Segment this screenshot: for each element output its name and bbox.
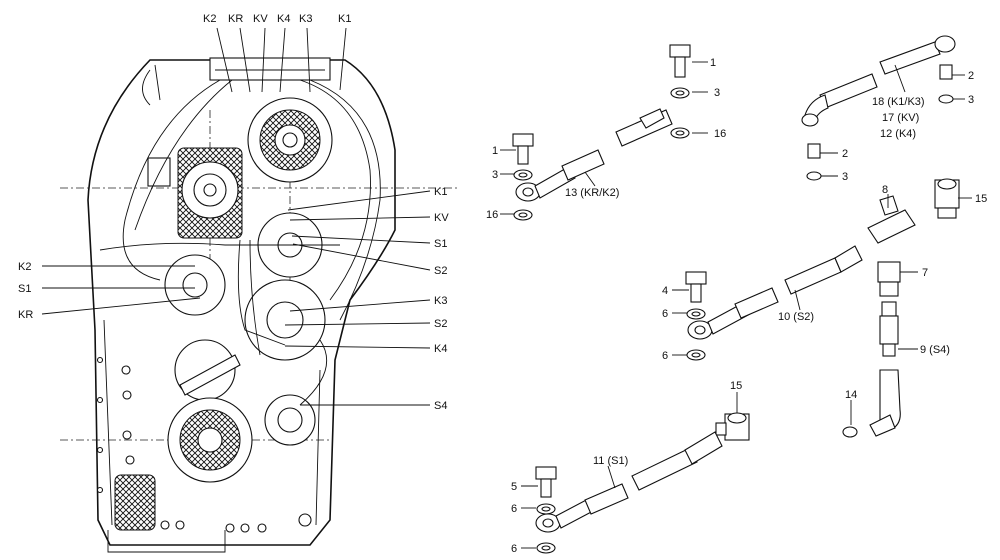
callout-right-7: K4 [434, 343, 447, 355]
callout-right-6: S2 [434, 318, 447, 330]
hose-10-label: 10 (S2) [778, 311, 814, 323]
hose-18-17-12: 2 3 18 (K1/K3) 17 (KV) 12 (K4) 2 3 [801, 35, 974, 183]
callout-labels: K2 KR KV K4 K3 K1 K1 KV S1 S2 K3 S2 K4 S… [18, 13, 449, 412]
part-label-3-right: 3 [968, 94, 974, 106]
hose-13-label: 13 (KR/K2) [565, 187, 619, 199]
part-label-6-mid-b: 6 [662, 350, 668, 362]
hose-10: 4 6 6 10 (S2) [662, 245, 863, 362]
part-label-16-top: 16 [714, 128, 726, 140]
part-label-2-mid: 2 [842, 148, 848, 160]
callout-right-1: K1 [434, 186, 447, 198]
hose-18-label: 18 (K1/K3) [872, 96, 925, 108]
part-label-16-mid: 16 [486, 209, 498, 221]
part-group-top-center: 1 3 16 [669, 44, 726, 140]
callout-left-1: K2 [18, 261, 31, 273]
part-label-15-top: 15 [975, 193, 987, 205]
housing-bolt-holes [96, 356, 312, 533]
hose-11-label: 11 (S1) [593, 455, 628, 467]
callout-top-4: K4 [277, 13, 290, 25]
callout-top-2: KR [228, 13, 243, 25]
part-label-7: 7 [922, 267, 928, 279]
callout-top-1: K2 [203, 13, 216, 25]
callout-right-2: KV [434, 212, 449, 224]
exploded-parts: 1 3 16 1 3 16 13 (KR/K2) [486, 35, 987, 555]
callout-right-8: S4 [434, 400, 447, 412]
callout-left-3: KR [18, 309, 33, 321]
part-label-2-top: 2 [968, 70, 974, 82]
fittings-8-15-7: 8 15 7 [867, 178, 987, 297]
part-label-6-bottom-a: 6 [511, 503, 517, 515]
callout-top-3: KV [253, 13, 268, 25]
hose-11: 15 5 6 6 11 (S1) [511, 380, 750, 555]
part-label-8: 8 [882, 184, 888, 196]
part-label-6-bottom-b: 6 [511, 543, 517, 555]
hose-12-label: 12 (K4) [880, 128, 916, 140]
part-label-15-bottom: 15 [730, 380, 742, 392]
part-label-3-lower: 3 [842, 171, 848, 183]
hose-9-label: 9 (S4) [920, 344, 950, 356]
part-label-3-mid: 3 [492, 169, 498, 181]
part-label-14: 14 [845, 389, 857, 401]
part-label-1-top: 1 [710, 57, 716, 69]
callout-top-6: K1 [338, 13, 351, 25]
callout-leaders [41, 27, 431, 406]
hose-9: 9 (S4) 14 [842, 301, 950, 438]
hose-17-label: 17 (KV) [882, 112, 919, 124]
callout-right-5: K3 [434, 295, 447, 307]
part-label-4: 4 [662, 285, 668, 297]
part-label-1-mid: 1 [492, 145, 498, 157]
callout-top-5: K3 [299, 13, 312, 25]
callout-right-3: S1 [434, 238, 447, 250]
part-label-5: 5 [511, 481, 517, 493]
hose-13: 1 3 16 13 (KR/K2) [486, 108, 673, 221]
part-label-6-mid-a: 6 [662, 308, 668, 320]
callout-left-2: S1 [18, 283, 31, 295]
part-label-3-top: 3 [714, 87, 720, 99]
callout-right-4: S2 [434, 265, 447, 277]
transmission-housing-drawing [60, 57, 460, 553]
